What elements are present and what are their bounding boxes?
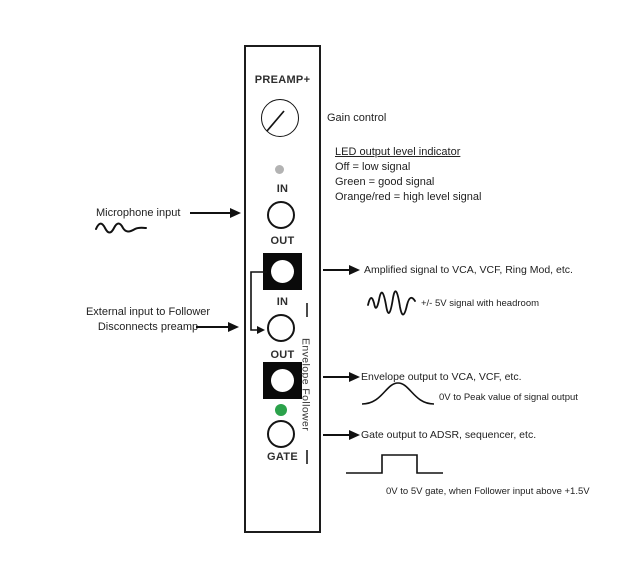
envelope-arrow-line	[323, 376, 349, 378]
gate-arrow-head-icon	[349, 430, 360, 440]
module-title: PREAMP+	[254, 74, 311, 86]
envelope-range-label: 0V to Peak value of signal output	[439, 392, 578, 403]
jack-hole	[271, 260, 294, 283]
envelope-arrow-head-icon	[349, 372, 360, 382]
normalled-connection-arrow-icon	[250, 271, 267, 334]
jack-label-in1: IN	[276, 183, 289, 195]
gain-knob-pointer-icon	[266, 110, 285, 132]
gate-range-label: 0V to 5V gate, when Follower input above…	[386, 486, 590, 497]
amplified-arrow-head-icon	[349, 265, 360, 275]
envelope-curve-icon	[361, 382, 435, 405]
jack-hole	[271, 369, 294, 392]
amplified-signal-label: Amplified signal to VCA, VCF, Ring Mod, …	[364, 264, 573, 276]
external-arrow-line	[196, 326, 228, 328]
envelope-output-label: Envelope output to VCA, VCF, etc.	[361, 371, 522, 383]
led-legend-title: LED output level indicator	[335, 146, 461, 158]
signal-headroom-label: +/- 5V signal with headroom	[421, 298, 540, 309]
gate-out-jack	[267, 420, 295, 448]
envelope-follower-side-label: Envelope Follower	[299, 338, 312, 432]
microphone-input-label: Microphone input	[96, 207, 181, 219]
amplified-arrow-line	[323, 269, 349, 271]
gate-pulse-icon	[346, 454, 443, 474]
led-legend-off: Off = low signal	[335, 161, 411, 173]
mic-arrow-head-icon	[230, 208, 241, 218]
led-indicator-legend: LED output level indicator Off = low sig…	[335, 145, 481, 205]
external-input-label: External input to Follower Disconnects p…	[62, 305, 234, 335]
envelope-out-jack	[263, 362, 302, 399]
gate-led-indicator	[275, 404, 287, 416]
level-led-indicator	[275, 165, 284, 174]
external-input-line1: External input to Follower	[85, 306, 211, 318]
audio-signal-icon	[367, 290, 416, 316]
gate-arrow-line	[323, 434, 349, 436]
jack-label-in2: IN	[276, 296, 289, 308]
gate-output-label: Gate output to ADSR, sequencer, etc.	[361, 429, 537, 441]
microphone-wave-icon	[95, 222, 147, 234]
bracket-dash-top	[306, 303, 308, 317]
led-legend-orange: Orange/red = high level signal	[335, 191, 482, 203]
preamp-out-jack	[263, 253, 302, 290]
jack-label-out1: OUT	[270, 235, 295, 247]
mic-arrow-line	[190, 212, 230, 214]
jack-label-gate: GATE	[267, 451, 298, 463]
preamp-in-jack	[267, 201, 295, 229]
bracket-dash-bottom	[306, 450, 308, 464]
follower-in-jack	[267, 314, 295, 342]
gain-control-label: Gain control	[327, 112, 387, 124]
jack-label-out2: OUT	[270, 349, 295, 361]
external-arrow-head-icon	[228, 322, 239, 332]
led-legend-green: Green = good signal	[335, 176, 435, 188]
external-input-line2: Disconnects preamp	[97, 321, 199, 333]
